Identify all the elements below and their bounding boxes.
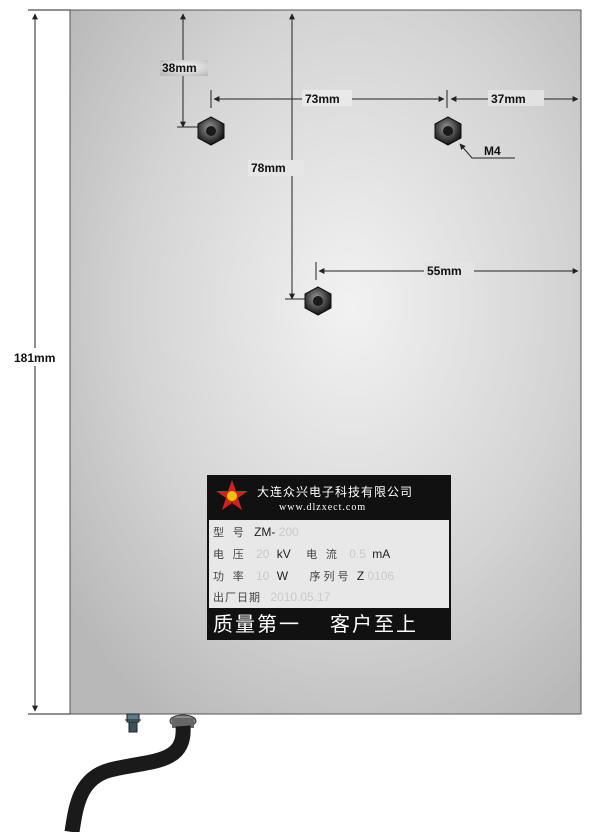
lower-offset-label: 78mm <box>251 161 286 175</box>
voltage-unit: kV <box>276 547 291 561</box>
model-value: ZM- <box>254 525 276 539</box>
ground-terminal <box>125 713 141 733</box>
motto-right: 客户至上 <box>330 614 418 636</box>
nameplate-specs: 型 号 ZM- 200 电 压 20 kV 电 流 0.5 mA 功 率 10 … <box>209 520 449 608</box>
date-value: 2010.05.17 <box>270 590 331 604</box>
power-key: 功 率 <box>213 571 247 583</box>
quality-motto: 质量第一 客户至上 <box>207 610 451 640</box>
hole-spacing-label: 73mm <box>305 92 340 106</box>
current-value: 0.5 <box>349 547 366 561</box>
power-unit: W <box>276 569 289 583</box>
right-offset-label: 37mm <box>491 92 526 106</box>
star-logo-icon <box>216 480 248 510</box>
mount-nut-top-left <box>197 116 225 146</box>
model-suffix: 200 <box>278 525 299 539</box>
date-row: 出厂日期 2010.05.17 <box>213 589 330 607</box>
power-serial-row: 功 率 10 W 序列号 Z 0106 <box>213 568 394 586</box>
output-cable <box>64 714 197 832</box>
voltage-current-row: 电 压 20 kV 电 流 0.5 mA <box>213 546 390 564</box>
height-label: 181mm <box>14 351 55 365</box>
mount-nut-lower <box>304 286 332 316</box>
nameplate: 大连众兴电子科技有限公司 www.dlzxect.com 型 号 ZM- 200… <box>207 475 451 640</box>
top-offset-label: 38mm <box>162 61 197 75</box>
serial-key: 序列号 <box>309 571 352 583</box>
serial-prefix: Z <box>356 569 365 583</box>
serial-value: 0106 <box>367 569 395 583</box>
voltage-key: 电 压 <box>213 549 247 561</box>
company-website: www.dlzxect.com <box>279 502 367 513</box>
mount-nut-top-right <box>434 116 462 146</box>
lower-right-offset-label: 55mm <box>427 264 462 278</box>
thread-label: M4 <box>484 144 501 158</box>
nameplate-header: 大连众兴电子科技有限公司 www.dlzxect.com <box>207 475 451 520</box>
motto-left: 质量第一 <box>213 614 301 636</box>
thread-leader <box>459 143 515 159</box>
current-unit: mA <box>372 547 391 561</box>
company-name: 大连众兴电子科技有限公司 <box>257 485 414 499</box>
current-key: 电 流 <box>306 549 340 561</box>
date-key: 出厂日期 <box>213 592 261 604</box>
model-key: 型 号 <box>213 527 247 539</box>
model-row: 型 号 ZM- 200 <box>213 524 299 542</box>
voltage-value: 20 <box>256 547 270 561</box>
power-value: 10 <box>256 569 270 583</box>
